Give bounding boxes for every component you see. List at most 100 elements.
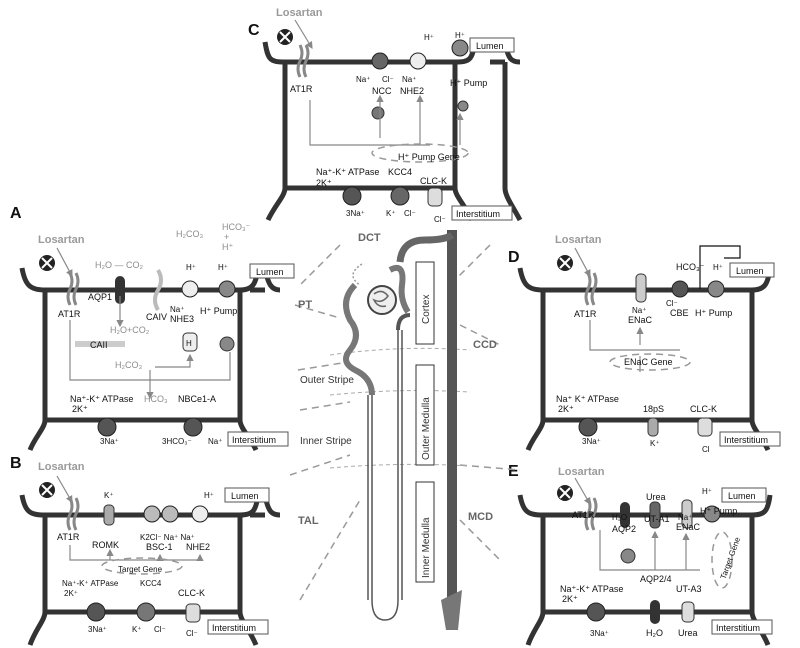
kcc4-label: KCC4 [140,579,162,588]
atpase-label: Na⁺ K⁺ ATPase [556,394,619,404]
threena-label: 3Na⁺ [88,625,107,634]
panel-letter: C [248,22,260,39]
na-label: Na⁺ [170,305,184,314]
lumen-box [721,487,767,503]
receptor-label: AT1R [574,309,597,319]
hpump-label: H⁺ Pump [695,308,732,318]
interstitium-label: Interstitium [212,623,256,633]
interstitium-box [227,431,289,447]
kcc4-transporter [136,602,156,622]
na-label: Na⁺ [632,306,646,315]
bsc-label: BSC-1 [146,542,173,552]
receptor-label: AT1R [57,532,80,542]
ncc-transporter [371,52,389,70]
aqp2-channel [620,502,630,528]
at1r-receptor [66,272,80,306]
kout-label: K⁺ [132,625,142,634]
inner-stripe-label: Inner Stripe [300,436,352,447]
enac-label: ENaC [628,315,653,325]
interstitium-box [451,205,513,221]
nhe3-transporter [181,280,199,298]
enac-channel [681,499,693,529]
clck-label: CLC-K [690,404,717,414]
drug-label: Losartan [38,461,85,473]
cortex-label: Cortex [421,295,432,324]
hpump-label: H⁺ Pump [700,506,737,516]
naout-label: Na⁺ [208,437,222,446]
twok-label: 2K⁺ [64,589,78,598]
nhe2-label: NHE2 [400,86,424,96]
uta3-label: UT-A3 [676,584,702,594]
threena-label: 3Na⁺ [100,437,119,446]
panel-letter: A [10,205,22,222]
drug-label: Losartan [558,466,605,478]
nbce1a-transporter [183,417,203,437]
h-label: H⁺ [204,491,214,500]
na-k-atpase [86,602,106,622]
bsc-ions: K2Cl⁻ Na⁺ Na⁺ [140,533,195,542]
h2co3-top: H₂CO₃ [176,229,203,239]
cbe-label: CBE [670,308,689,318]
twok-label: 2K⁺ [558,404,574,414]
urea-label: Urea [646,492,666,502]
mcd-label: MCD [468,511,493,523]
lumen-box [224,487,270,503]
lumen-box [249,263,295,279]
panel-e: E Losartan AT1R H₂O AQP2 Urea UT-A1 Na⁺ … [508,463,773,646]
h-pump [707,280,725,298]
dct-label: DCT [358,232,381,244]
clck-channel [185,603,201,623]
atpase-label: Na⁺-K⁺ ATPase [316,167,379,177]
bsc1-transporter [143,505,161,523]
clck-label: CLC-K [178,588,205,598]
atpase-label: Na⁺-K⁺ ATPase [70,394,133,404]
lumen-label: Lumen [256,267,284,277]
kout-label: K⁺ [386,209,396,218]
ncc-label: NCC [372,86,392,96]
h1-label: H⁺ [424,33,434,42]
inhibitor-icon [39,482,55,498]
clout2-label: Cl⁻ [434,215,446,224]
threena-label: 3Na⁺ [582,437,601,446]
nbce-label: NBCe1-A [178,394,216,404]
at1r-receptor [584,497,598,531]
aqp1-label: AQP1 [88,292,112,302]
hco3-top: HCO₃⁻ [222,222,251,232]
nhe2-transporter [409,52,427,70]
uta1-transporter [649,501,661,529]
nhe2-label: NHE2 [186,542,210,552]
panel-c: C Losartan AT1R Na⁺ Cl⁻ NCC Na⁺ NHE2 H⁺ … [248,7,523,224]
panel-a: A Losartan H₂CO₃ HCO₃⁻ + H⁺ AT1R H₂O — C… [10,205,295,452]
cl-label: Cl⁻ [382,75,394,84]
18ps-channel [647,417,659,437]
inhibitor-icon [277,29,293,45]
gene-label: ENaC Gene [624,357,673,367]
h1-label: H⁺ [186,263,196,272]
interstitium-box [207,619,269,635]
h-label: H⁺ [702,487,712,496]
hco3-label: HCO₃⁻ [676,262,705,272]
outer-medulla-label: Outer Medulla [421,397,432,460]
receptor-label: AT1R [58,309,81,319]
h2o-co2-in: H₂O+CO₂ [110,325,150,335]
lumen-label: Lumen [728,491,756,501]
nhe2-transporter [191,505,209,523]
hpump-label: H⁺ Pump [200,306,237,316]
h2-label: H⁺ [218,263,228,272]
inner-medulla-box: Inner Medulla [415,481,435,583]
aqp1-channel [115,276,125,304]
drug-label: Losartan [38,234,85,246]
inhibitor-icon [557,255,573,271]
receptor-label: AT1R [290,84,313,94]
tal-label: TAL [298,515,319,527]
lumen-label: Lumen [476,41,504,51]
threena-label: 3Na⁺ [590,629,609,638]
interstitium-box [711,619,773,635]
drug-label: Losartan [555,234,602,246]
h-in: H [186,339,192,348]
uta1-label: UT-A1 [644,514,670,524]
k-label: K⁺ [104,491,114,500]
aqp24-label: AQP2/4 [640,574,672,584]
clck-channel [427,187,443,207]
